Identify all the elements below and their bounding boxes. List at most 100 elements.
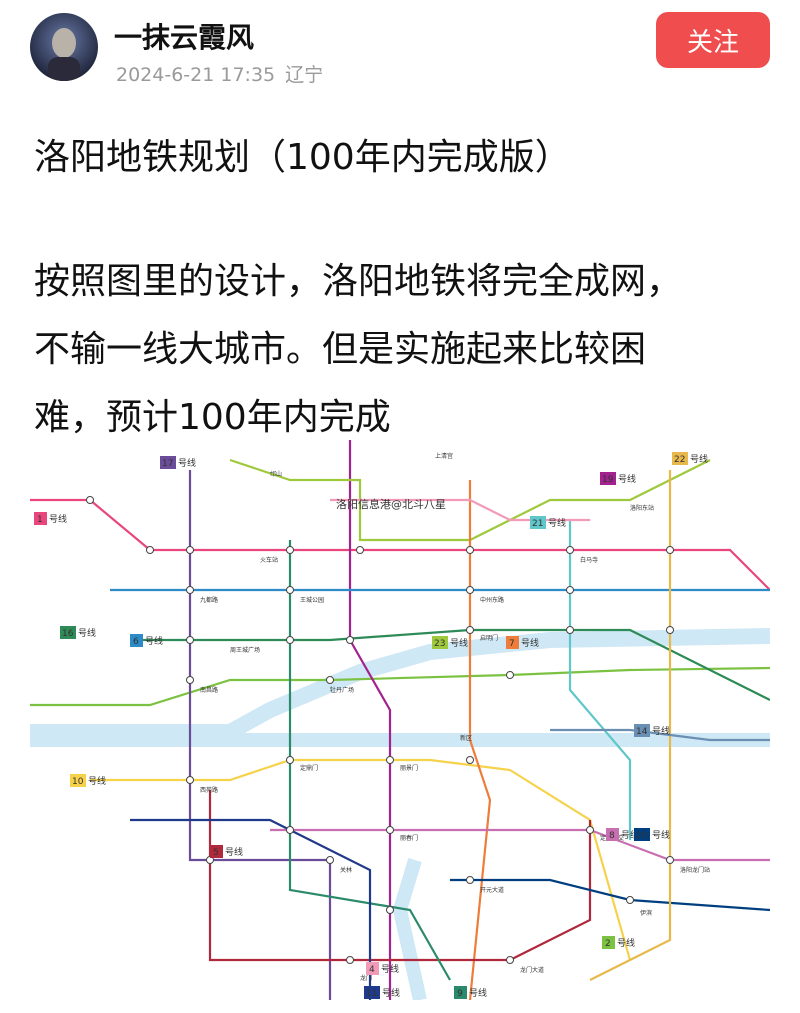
author-name[interactable]: 一抹云霞风 (114, 21, 255, 54)
line-badge-11: 11 号线 (364, 986, 400, 999)
line-16-badge-label: 号线 (78, 627, 96, 639)
line-4-badge-num: 4 (369, 965, 375, 975)
line-1-badge-label: 号线 (49, 513, 67, 525)
line-23-badge-label: 号线 (450, 637, 468, 649)
line-11-badge-num: 11 (366, 989, 377, 999)
line-badge-1: 1 号线 (34, 512, 67, 525)
line-1-track (30, 498, 770, 591)
line-9-badge-label: 号线 (469, 987, 487, 999)
station-label: 邙山 (270, 470, 282, 478)
station-dot (566, 546, 574, 554)
line-1-badge-num: 1 (37, 515, 43, 525)
line-badge-2: 2 号线 (602, 936, 635, 949)
line-10-badge-num: 10 (72, 777, 84, 787)
line-9-badge-box (454, 986, 467, 999)
station-dot (626, 896, 634, 904)
line-badge-6: 6 号线 (130, 634, 163, 647)
station-dot (346, 636, 354, 644)
line-21-badge-label: 号线 (548, 517, 566, 529)
station-dot (86, 496, 94, 504)
follow-button[interactable]: 关注 (656, 12, 770, 68)
post-meta: 2024-6-21 17:35 辽宁 (116, 60, 333, 87)
line-20-badge-box (634, 828, 650, 841)
station-dot (386, 906, 394, 914)
line-badge-21: 21 号线 (530, 516, 566, 529)
line-2-badge-box (602, 936, 615, 949)
station-dot (186, 676, 194, 684)
station-label: 丽春门 (400, 834, 418, 842)
line-10-badge-label: 号线 (88, 775, 106, 787)
station-label: 南昌路 (200, 686, 218, 694)
post-location: 辽宁 (285, 64, 324, 86)
station-label: 九都路 (200, 596, 218, 604)
station-label: 牡丹广场 (330, 686, 354, 694)
luo-river (30, 628, 770, 740)
metro-map-image[interactable]: 上清宫 邙山 火车站 王城公园 周王城广场 牡丹广场 龙门 洛阳东站 新区 伊滨… (30, 440, 770, 1000)
line-badge-19: 19 号线 (600, 472, 636, 485)
station-label: 西苑路 (200, 786, 218, 794)
station-dot (286, 756, 294, 764)
line-2-badge-num: 2 (605, 939, 611, 949)
station-dot (326, 676, 334, 684)
station-dot (346, 956, 354, 964)
line-badge-4: 4 号线 (366, 962, 399, 975)
station-dot (286, 826, 294, 834)
station-label: 丽景门 (400, 764, 418, 772)
station-label: 中州东路 (480, 596, 504, 604)
line-20-badge-num: 20 (636, 831, 648, 841)
post-body: 按照图里的设计，洛阳地铁将完全成网， 不输一线大城市。但是实施起来比较困 难，预… (34, 248, 774, 452)
line-6-badge-label: 号线 (145, 635, 163, 647)
line-badge-7: 7 号线 (506, 636, 539, 649)
post-title: 洛阳地铁规划（100年内完成版） (34, 137, 571, 178)
post-body-line: 难，预计100年内完成 (34, 397, 391, 438)
avatar[interactable] (30, 13, 98, 81)
line-22-badge-num: 22 (674, 455, 685, 465)
station-label: 伊滨 (640, 909, 652, 917)
line-10-track (90, 758, 632, 961)
station-label: 火车站 (260, 556, 278, 564)
post-body-line: 按照图里的设计，洛阳地铁将完全成网， (34, 261, 683, 302)
line-7-badge-num: 7 (509, 639, 515, 649)
station-label: 启明门 (480, 634, 498, 642)
station-label: 上清宫 (435, 452, 453, 460)
line-22-badge-box (672, 452, 688, 465)
line-19-badge-label: 号线 (618, 473, 636, 485)
line-badge-9: 9 号线 (454, 986, 487, 999)
station-dot (186, 586, 194, 594)
line-badge-14: 14 号线 (634, 724, 670, 737)
station-dot (466, 876, 474, 884)
post-date: 2024-6-21 17:35 (116, 64, 276, 86)
line-17-badge-num: 17 (162, 459, 173, 469)
line-badge-10: 10 号线 (70, 774, 106, 787)
station-dot (146, 546, 154, 554)
line-23-badge-box (432, 636, 448, 649)
line-14-badge-label: 号线 (652, 725, 670, 737)
line-5-badge-label: 号线 (225, 846, 243, 858)
line-2-badge-label: 号线 (617, 937, 635, 949)
station-dot (586, 826, 594, 834)
line-21-badge-box (530, 516, 546, 529)
line-badge-5: 5 号线 (210, 845, 243, 858)
station-label: 洛阳东站 (630, 504, 654, 512)
line-22-badge-label: 号线 (690, 453, 708, 465)
line-6-badge-box (130, 634, 143, 647)
line-7-badge-box (506, 636, 519, 649)
line-8-badge-num: 8 (609, 831, 615, 841)
line-20-track (450, 878, 770, 912)
line-23-badge-num: 23 (434, 639, 445, 649)
station-dot (286, 546, 294, 554)
line-6-badge-num: 6 (133, 637, 139, 647)
line-19-track (348, 440, 392, 1000)
line-11-track (130, 818, 372, 1000)
line-14-badge-box (634, 724, 650, 737)
station-label: 洛阳龙门站 (680, 866, 710, 874)
line-21-badge-num: 21 (532, 519, 543, 529)
line-badge-23: 23 号线 (432, 636, 468, 649)
line-11-badge-label: 号线 (382, 987, 400, 999)
station-dot (356, 546, 364, 554)
station-dot (286, 586, 294, 594)
station-dot (466, 546, 474, 554)
station-label: 开元大道 (480, 886, 504, 894)
line-7-track (468, 480, 492, 1000)
line-1-badge-box (34, 512, 47, 525)
